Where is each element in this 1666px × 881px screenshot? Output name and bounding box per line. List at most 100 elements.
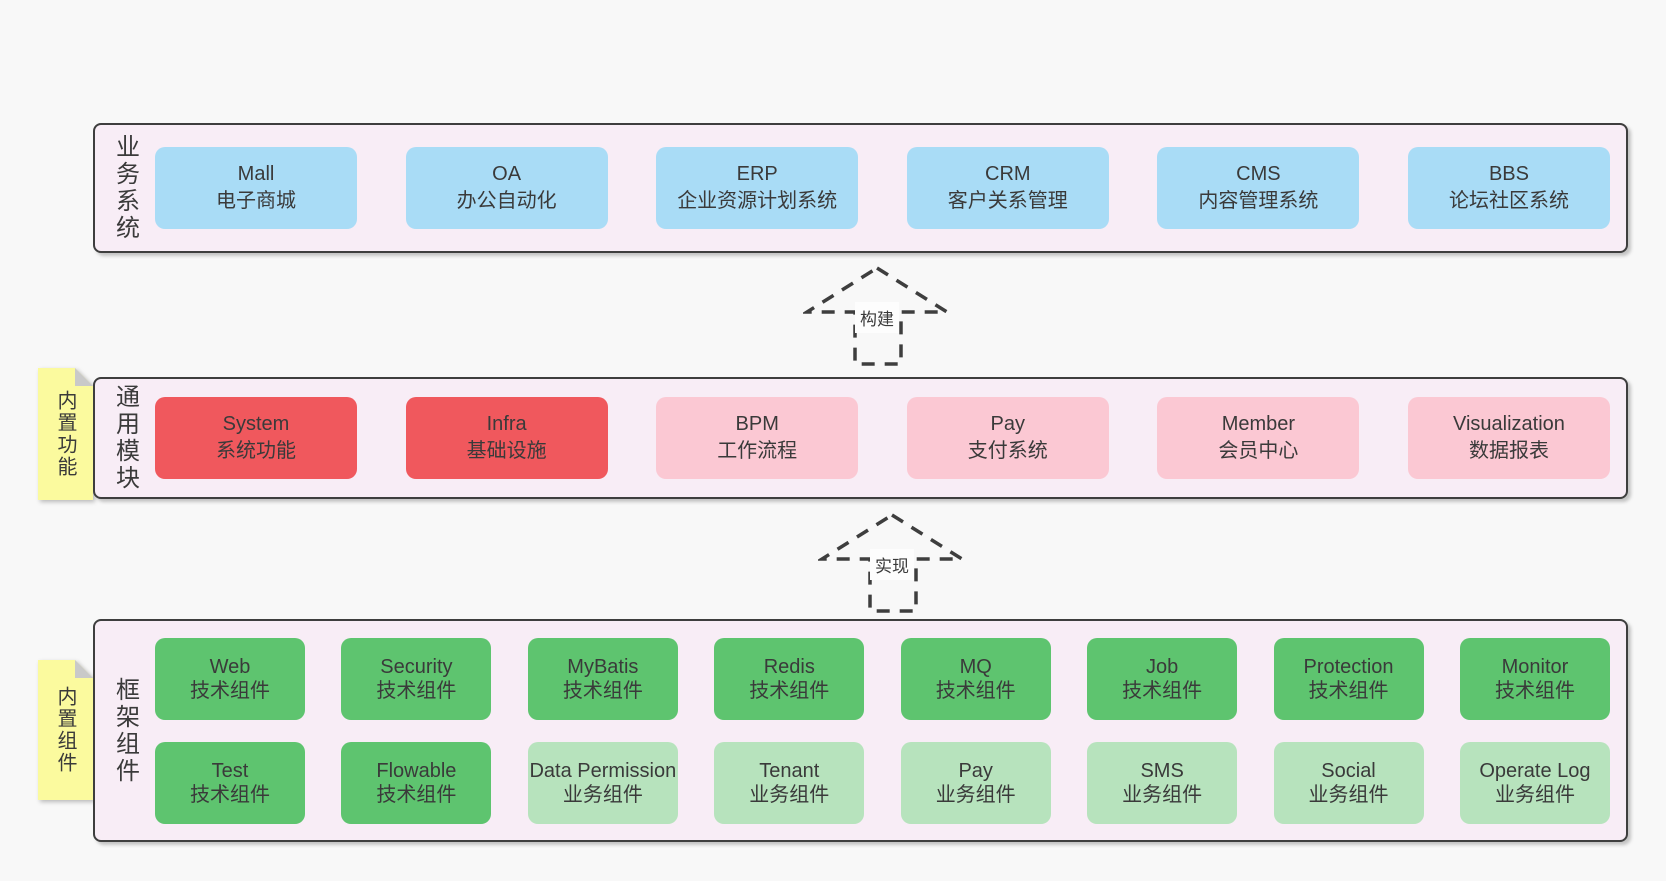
box-title: Security xyxy=(380,655,453,678)
box-title: BPM xyxy=(735,413,779,435)
box-subtitle: 会员中心 xyxy=(1218,440,1299,462)
module-box-infra: Infra 基础设施 xyxy=(405,397,608,479)
business-layer-label: 业务系统 xyxy=(111,134,139,242)
component-box-job: Job 技术组件 xyxy=(1087,637,1238,720)
component-box-mybatis: MyBatis 技术组件 xyxy=(527,637,678,720)
component-box-data-permission: Data Permission 业务组件 xyxy=(527,741,678,824)
implement-arrow-label: 实现 xyxy=(870,549,914,580)
box-title: Protection xyxy=(1303,655,1394,678)
box-subtitle: 业务组件 xyxy=(1494,783,1575,806)
box-title: MQ xyxy=(959,655,992,678)
module-box-member: Member 会员中心 xyxy=(1157,397,1360,479)
component-box-operate-log: Operate Log 业务组件 xyxy=(1459,741,1610,824)
box-title: Operate Log xyxy=(1479,759,1591,782)
box-title: Infra xyxy=(486,413,527,435)
component-box-redis: Redis 技术组件 xyxy=(714,637,865,720)
implement-arrow: 实现 xyxy=(818,511,966,615)
box-subtitle: 业务组件 xyxy=(562,783,643,806)
component-box-security: Security 技术组件 xyxy=(341,637,492,720)
box-subtitle: 基础设施 xyxy=(466,440,547,462)
module-box-visualization: Visualization 数据报表 xyxy=(1407,397,1610,479)
framework-components-layer: 框架组件 Web 技术组件 Security 技术组件 MyBatis 技术组件… xyxy=(93,619,1628,842)
module-box-pay: Pay 支付系统 xyxy=(906,397,1109,479)
modules-boxes-row: System 系统功能 Infra 基础设施 BPM 工作流程 Pay 支付系统… xyxy=(155,379,1626,497)
components-row-1: Web 技术组件 Security 技术组件 MyBatis 技术组件 Redi… xyxy=(155,637,1610,720)
box-title: SMS xyxy=(1140,759,1184,782)
build-arrow-label: 构建 xyxy=(855,302,899,333)
component-box-mq: MQ 技术组件 xyxy=(900,637,1051,720)
box-title: OA xyxy=(492,163,522,185)
box-subtitle: 技术组件 xyxy=(1494,679,1575,702)
build-arrow: 构建 xyxy=(803,264,951,368)
components-layer-label: 框架组件 xyxy=(111,676,139,785)
box-subtitle: 业务组件 xyxy=(935,783,1016,806)
box-title: Tenant xyxy=(759,759,820,782)
box-subtitle: 技术组件 xyxy=(749,679,830,702)
box-title: CMS xyxy=(1236,163,1281,185)
box-subtitle: 内容管理系统 xyxy=(1198,190,1319,212)
box-subtitle: 数据报表 xyxy=(1468,440,1549,462)
component-box-web: Web 技术组件 xyxy=(155,637,305,720)
components-boxes-grid: Web 技术组件 Security 技术组件 MyBatis 技术组件 Redi… xyxy=(155,621,1626,840)
box-subtitle: 工作流程 xyxy=(717,440,798,462)
box-subtitle: 办公自动化 xyxy=(456,190,557,212)
box-subtitle: 技术组件 xyxy=(935,679,1016,702)
business-box-bbs: BBS 论坛社区系统 xyxy=(1407,147,1610,229)
box-title: Social xyxy=(1321,759,1376,782)
modules-layer-label: 通用模块 xyxy=(111,384,139,492)
box-title: Visualization xyxy=(1453,413,1565,435)
box-subtitle: 技术组件 xyxy=(562,679,643,702)
box-title: Redis xyxy=(763,655,815,678)
module-box-system: System 系统功能 xyxy=(155,397,357,479)
box-subtitle: 企业资源计划系统 xyxy=(677,190,838,212)
box-title: Monitor xyxy=(1501,655,1569,678)
box-subtitle: 业务组件 xyxy=(1308,783,1389,806)
box-subtitle: 技术组件 xyxy=(1122,679,1203,702)
business-box-oa: OA 办公自动化 xyxy=(405,147,608,229)
component-box-social: Social 业务组件 xyxy=(1273,741,1424,824)
business-box-erp: ERP 企业资源计划系统 xyxy=(656,147,859,229)
box-subtitle: 客户关系管理 xyxy=(947,190,1068,212)
box-subtitle: 技术组件 xyxy=(1308,679,1389,702)
builtin-components-note: 内置组件 xyxy=(38,660,93,800)
box-title: Flowable xyxy=(376,759,457,782)
note-fold-corner-icon xyxy=(75,660,93,678)
box-subtitle: 论坛社区系统 xyxy=(1448,190,1569,212)
box-title: ERP xyxy=(736,163,778,185)
box-subtitle: 技术组件 xyxy=(190,783,270,806)
note-text: 内置组件 xyxy=(54,686,76,774)
builtin-functions-note: 内置功能 xyxy=(38,368,93,500)
box-title: Job xyxy=(1145,655,1179,678)
box-title: Web xyxy=(209,655,251,678)
box-title: BBS xyxy=(1488,163,1529,185)
box-title: CRM xyxy=(985,163,1031,185)
common-modules-layer: 通用模块 System 系统功能 Infra 基础设施 BPM 工作流程 Pay… xyxy=(93,377,1628,499)
box-subtitle: 业务组件 xyxy=(749,783,830,806)
box-title: System xyxy=(222,413,290,435)
box-title: Test xyxy=(211,759,249,782)
box-subtitle: 技术组件 xyxy=(376,783,457,806)
box-title: Data Permission xyxy=(529,759,677,782)
box-title: Member xyxy=(1221,413,1296,435)
box-subtitle: 技术组件 xyxy=(190,679,270,702)
component-box-test: Test 技术组件 xyxy=(155,741,305,824)
box-title: Pay xyxy=(990,413,1026,435)
business-box-cms: CMS 内容管理系统 xyxy=(1157,147,1360,229)
note-fold-corner-icon xyxy=(75,368,93,386)
business-box-crm: CRM 客户关系管理 xyxy=(906,147,1109,229)
box-subtitle: 业务组件 xyxy=(1122,783,1203,806)
box-title: MyBatis xyxy=(567,655,639,678)
note-text: 内置功能 xyxy=(54,390,76,478)
business-box-mall: Mall 电子商城 xyxy=(155,147,357,229)
component-box-monitor: Monitor 技术组件 xyxy=(1459,637,1610,720)
box-title: Mall xyxy=(237,163,275,185)
module-box-bpm: BPM 工作流程 xyxy=(656,397,859,479)
box-title: Pay xyxy=(958,759,993,782)
component-box-pay: Pay 业务组件 xyxy=(900,741,1051,824)
business-systems-layer: 业务系统 Mall 电子商城 OA 办公自动化 ERP 企业资源计划系统 CRM… xyxy=(93,123,1628,253)
components-row-2: Test 技术组件 Flowable 技术组件 Data Permission … xyxy=(155,741,1610,824)
box-subtitle: 技术组件 xyxy=(376,679,457,702)
component-box-sms: SMS 业务组件 xyxy=(1087,741,1238,824)
box-subtitle: 支付系统 xyxy=(967,440,1048,462)
